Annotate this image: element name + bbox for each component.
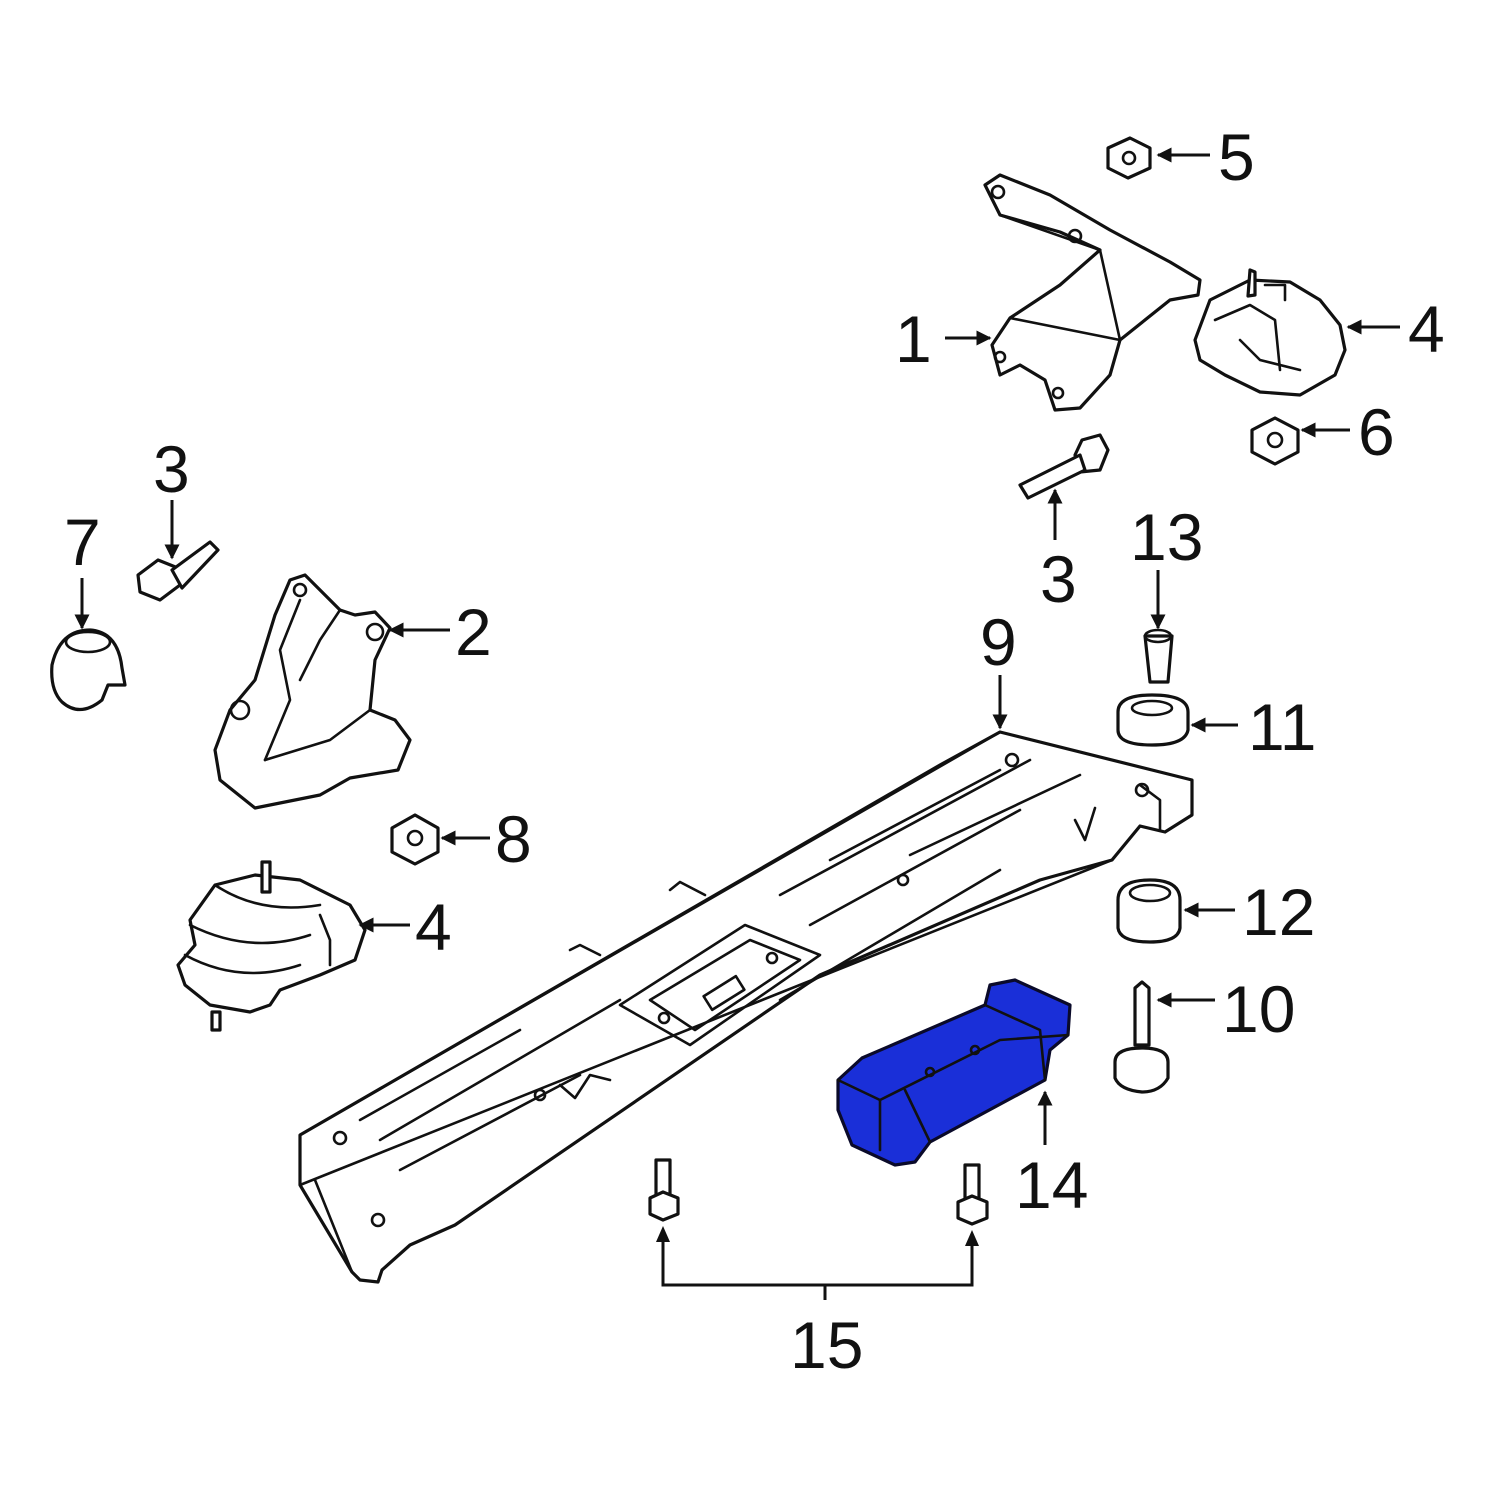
callout-13: 13 [1130, 500, 1203, 574]
part-10-bolt[interactable] [1113, 980, 1170, 1094]
part-9-crossmember[interactable] [298, 730, 1194, 1284]
part-4-mount-lower[interactable] [176, 860, 367, 1032]
part-4-mount-upper[interactable] [1193, 268, 1347, 397]
part-13-sleeve[interactable] [1143, 628, 1174, 684]
callout-15: 15 [790, 1308, 863, 1382]
callout-3-left: 3 [153, 432, 190, 506]
part-12-insulator[interactable] [1116, 878, 1182, 944]
callout-6: 6 [1358, 395, 1395, 469]
part-3-bolt-right[interactable] [1018, 433, 1110, 500]
callout-14: 14 [1015, 1148, 1088, 1222]
callout-11: 11 [1248, 690, 1317, 764]
part-5-nut[interactable] [1106, 136, 1152, 180]
part-15-bolt-left[interactable] [648, 1158, 680, 1222]
callout-4-upper: 4 [1408, 292, 1445, 366]
part-7-bumper[interactable] [50, 628, 127, 712]
part-8-nut[interactable] [390, 813, 440, 866]
leader-lines [74, 147, 1400, 1300]
part-6-nut[interactable] [1250, 416, 1300, 466]
part-14-transmission-support[interactable] [836, 978, 1072, 1167]
part-2-bracket[interactable] [213, 573, 412, 810]
callout-labels: 1 2 3 3 4 4 5 6 7 8 9 10 11 12 13 14 15 [64, 120, 1445, 1382]
callout-3-right: 3 [1040, 542, 1077, 616]
callout-8: 8 [495, 802, 532, 876]
callout-12: 12 [1242, 875, 1315, 949]
part-1-bracket[interactable] [983, 173, 1202, 412]
callout-4-lower: 4 [415, 890, 452, 964]
callout-2: 2 [455, 595, 492, 669]
callout-1: 1 [895, 302, 932, 376]
callout-7: 7 [64, 505, 101, 579]
part-3-bolt-left[interactable] [136, 540, 220, 602]
callout-10: 10 [1222, 972, 1295, 1046]
part-15-bolt-right[interactable] [956, 1163, 989, 1226]
highlight-surface [836, 978, 1072, 1167]
callout-5: 5 [1218, 120, 1255, 194]
callout-9: 9 [980, 605, 1017, 679]
part-11-insulator[interactable] [1116, 693, 1190, 747]
